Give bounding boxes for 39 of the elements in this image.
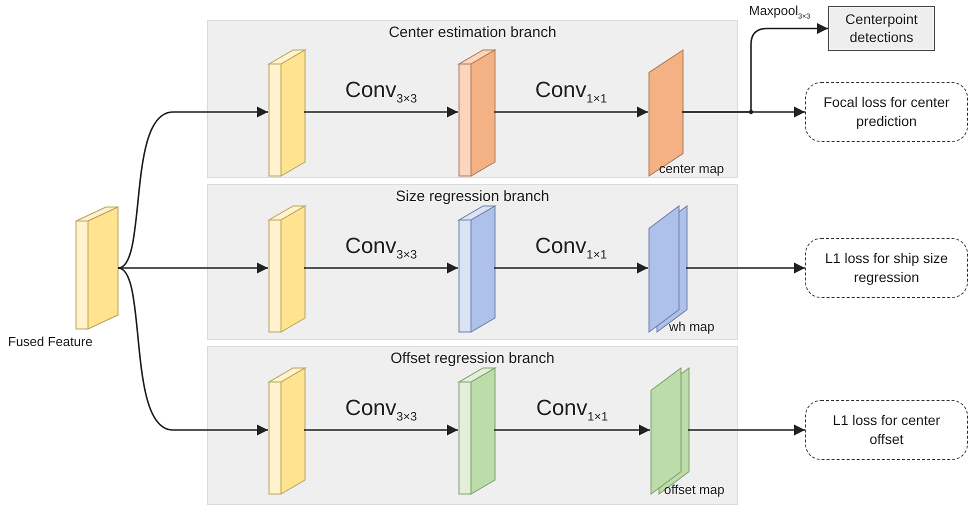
loss-box [805,400,968,460]
map-caption: offset map [664,482,724,497]
feature-block [459,50,495,176]
arrow [118,106,268,269]
process-box [828,6,935,51]
feature-map-stack [649,206,687,332]
edge-label: Maxpool$_{3×3}$ [747,4,812,21]
arrow [118,267,268,436]
panel-title: Size regression branch [394,188,550,205]
feature-block [76,207,118,329]
loss-box [805,238,968,298]
feature-block [269,368,305,494]
branch-panel [207,20,738,178]
box-label: Centerpoint detections [844,11,919,46]
arrow [494,424,650,436]
feature-block [459,206,495,332]
map-caption: wh map [669,319,715,334]
arrow [118,262,268,274]
arrow [688,424,805,436]
box-label: Focal loss for center prediction [822,93,951,131]
arrow [304,106,458,118]
arrow [304,424,458,436]
panel-title: Center estimation branch [388,24,558,41]
panel-title: Offset regression branch [390,350,556,367]
loss-box [805,82,968,142]
arrow [494,106,648,118]
arrow [682,106,805,118]
box-label: L1 loss for center offset [832,411,942,449]
branch-panel [207,346,738,505]
arrow [304,262,458,274]
feature-block [269,50,305,176]
feature-block [459,368,495,494]
arrow [686,262,805,274]
arrow [494,262,648,274]
feature-block [269,206,305,332]
map-caption: center map [659,161,724,176]
map-caption: Fused Feature [8,334,93,349]
box-label: L1 loss for ship size regression [824,249,949,287]
branch-panel [207,184,738,340]
